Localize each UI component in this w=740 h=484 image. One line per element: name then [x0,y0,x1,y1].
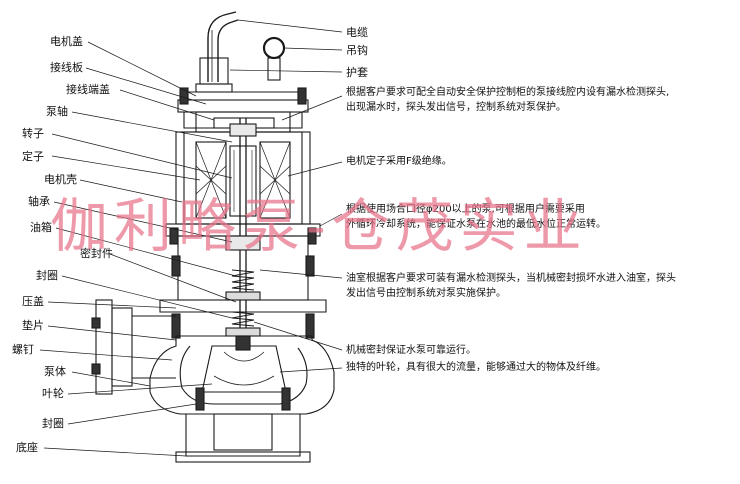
label-junction-board: 接线板 [50,61,83,74]
note-oil-chamber-2: 发出信号由控制系统对泵实施保护。 [346,288,506,299]
label-bearing: 轴承 [28,195,50,208]
label-sleeve: 护套 [346,66,368,79]
seal-spring-upper [231,269,255,291]
pump-body [149,335,335,415]
note-leak-detection-1: 根据客户要求可配全自动安全保护控制柜的泵接线腔内设有漏水检测探头, [346,87,670,98]
lifting-hook [262,36,286,60]
label-oil-box: 油箱 [30,221,52,234]
cable-sleeve [199,57,229,85]
label-seal-ring-upper: 封圈 [36,269,58,282]
cable [207,11,237,82]
label-pump-shaft: 泵轴 [46,105,68,118]
motor-cover [187,91,299,100]
label-stator: 定子 [22,150,44,163]
rotor [229,145,257,217]
label-gland: 压盖 [22,295,44,308]
label-hook: 吊钩 [346,44,368,57]
discharge-flange [95,299,113,395]
label-motor-housing: 电机壳 [44,173,77,186]
note-oil-chamber-1: 油室根据客户要求可装有漏水检测探头，当机械密封损坏水进入油室，探头 [346,273,676,284]
label-motor-cover: 电机盖 [50,35,83,48]
label-impeller: 叶轮 [42,387,64,400]
note-impeller: 独特的叶轮，具有很大的流量，能够通过大的物体及纤维。 [346,362,606,373]
base [185,414,301,457]
label-base: 底座 [16,441,38,454]
note-stator-insulation: 电机定子采用F级绝缘。 [346,156,452,167]
label-rotor: 转子 [22,127,44,140]
label-terminal-cover: 接线端盖 [66,83,110,96]
note-leak-detection-2: 出现漏水时，探头发出信号，控制系统对泵保护。 [346,102,566,113]
stator [195,141,227,219]
lower-bearing [225,235,261,251]
note-cooling-1: 根据使用场合口径φ200以上的泵,可根据用户需要采用 [346,204,585,215]
label-seal-part: 密封件 [80,247,113,260]
label-pump-body: 泵体 [44,365,66,378]
label-cable: 电缆 [346,26,368,39]
pump-shaft [239,118,247,348]
label-seal-ring-lower: 封圈 [42,417,64,430]
label-gasket: 垫片 [22,319,44,332]
seal-spring-lower [231,311,255,327]
note-cooling-2: 外循环冷却系统，能保证水泵在水池的最低水位正常运转。 [346,219,606,230]
label-screw: 螺钉 [12,343,34,356]
note-mech-seal: 机械密封保证水泵可靠运行。 [346,345,476,356]
